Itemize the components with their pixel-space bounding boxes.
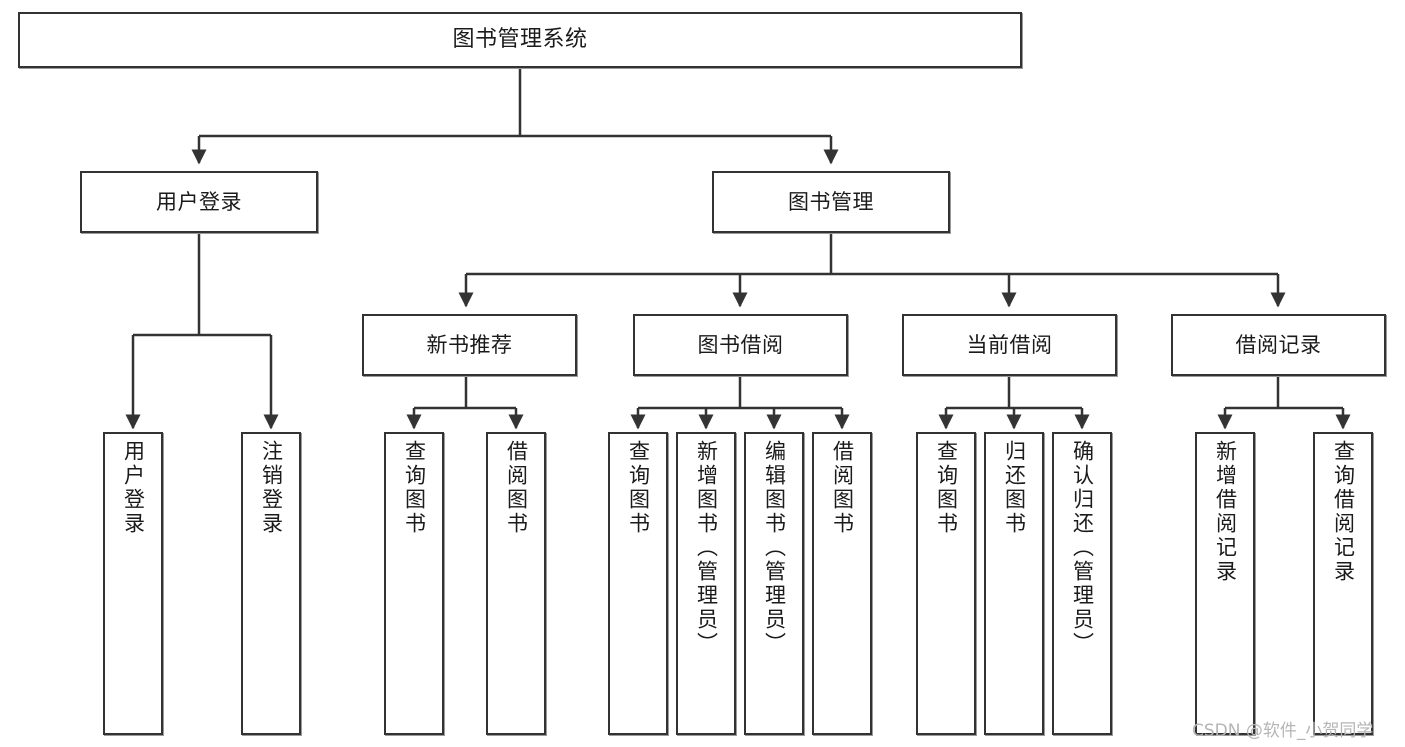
- node-label: 用户登录: [121, 440, 146, 536]
- node-label: 新增借阅记录: [1213, 440, 1238, 584]
- node-label: 新书推荐: [426, 332, 513, 357]
- node-label: 查询图书: [934, 440, 959, 536]
- node-label: 查询借阅记录: [1331, 440, 1356, 584]
- leaf-current-return-book[interactable]: 归还图书: [984, 432, 1044, 735]
- node-label: 新增图书（管理员）: [694, 440, 719, 656]
- leaf-borrow-edit-book[interactable]: 编辑图书（管理员）: [744, 432, 804, 735]
- watermark-text: CSDN @软件_小贺同学: [1192, 721, 1374, 741]
- node-book-borrow[interactable]: 图书借阅: [633, 314, 848, 376]
- node-new-book-recommend[interactable]: 新书推荐: [362, 314, 577, 376]
- node-book-management[interactable]: 图书管理: [712, 171, 950, 233]
- node-label: 查询图书: [402, 440, 427, 536]
- leaf-record-query[interactable]: 查询借阅记录: [1313, 432, 1373, 735]
- node-user-login[interactable]: 用户登录: [80, 171, 318, 233]
- leaf-new-book-borrow[interactable]: 借阅图书: [486, 432, 546, 735]
- leaf-borrow-borrow-book[interactable]: 借阅图书: [812, 432, 872, 735]
- node-label: 图书管理: [788, 189, 874, 214]
- node-label: 当前借阅: [966, 332, 1053, 357]
- node-label: 确认归还（管理员）: [1070, 440, 1095, 656]
- node-label: 借阅图书: [504, 440, 529, 536]
- leaf-user-login-logout[interactable]: 注销登录: [241, 432, 301, 735]
- leaf-record-add[interactable]: 新增借阅记录: [1195, 432, 1255, 735]
- node-current-borrow[interactable]: 当前借阅: [902, 314, 1117, 376]
- leaf-user-login-login[interactable]: 用户登录: [103, 432, 163, 735]
- node-label: 图书管理系统: [452, 27, 588, 53]
- node-root-system[interactable]: 图书管理系统: [18, 12, 1022, 68]
- leaf-new-book-query[interactable]: 查询图书: [384, 432, 444, 735]
- node-label: 查询图书: [626, 440, 651, 536]
- leaf-borrow-add-book[interactable]: 新增图书（管理员）: [676, 432, 736, 735]
- node-label: 编辑图书（管理员）: [762, 440, 787, 656]
- leaf-borrow-query-book[interactable]: 查询图书: [608, 432, 668, 735]
- node-label: 借阅记录: [1235, 332, 1322, 357]
- node-label: 注销登录: [259, 440, 284, 536]
- node-label: 用户登录: [156, 189, 242, 214]
- leaf-current-query-book[interactable]: 查询图书: [916, 432, 976, 735]
- leaf-current-confirm-return[interactable]: 确认归还（管理员）: [1052, 432, 1112, 735]
- node-label: 归还图书: [1002, 440, 1027, 536]
- node-label: 借阅图书: [830, 440, 855, 536]
- node-label: 图书借阅: [697, 332, 784, 357]
- node-borrow-record[interactable]: 借阅记录: [1171, 314, 1386, 376]
